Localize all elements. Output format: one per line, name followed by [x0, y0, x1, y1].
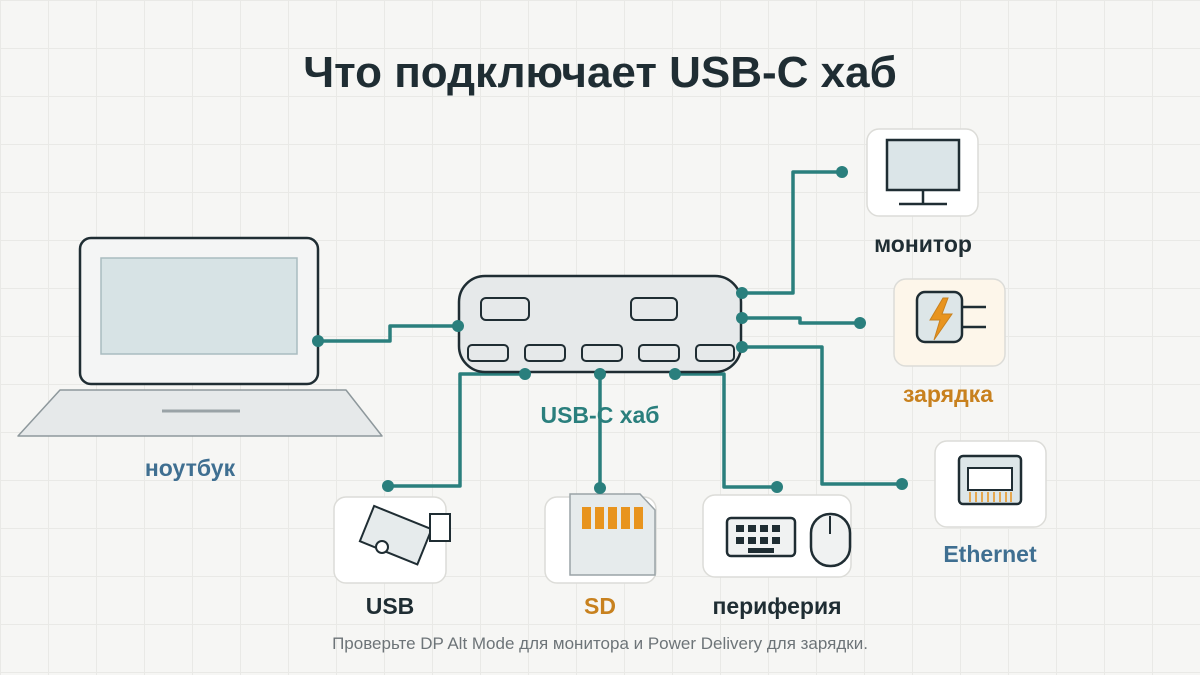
- monitor-icon: [885, 138, 961, 206]
- label-sd: SD: [584, 593, 616, 619]
- ethernet-port-icon: [957, 454, 1023, 506]
- label-ethernet: Ethernet: [943, 541, 1037, 567]
- charging-node: [893, 278, 1006, 367]
- keyboard-mouse-icon: [725, 512, 852, 568]
- ethernet-node: [934, 440, 1047, 528]
- wire-hub-ethernet: [742, 345, 902, 486]
- connection-wires: [318, 170, 902, 489]
- label-usb: USB: [366, 593, 415, 619]
- label-hub: USB-C хаб: [540, 402, 659, 428]
- monitor-node: [866, 128, 979, 217]
- laptop-icon: [17, 236, 383, 437]
- usb-node: [333, 496, 451, 584]
- label-peripherals: периферия: [712, 593, 841, 619]
- wire-laptop-hub: [318, 324, 458, 343]
- sd-node: [544, 493, 657, 584]
- connection-dots: [312, 166, 908, 494]
- label-charging: зарядка: [903, 381, 993, 407]
- charger-bolt-icon: [915, 290, 986, 344]
- sd-card-icon: [569, 493, 656, 576]
- page-title: Что подключает USB-C хаб: [303, 48, 897, 97]
- label-laptop: ноутбук: [145, 455, 236, 481]
- wire-hub-charging: [742, 316, 860, 325]
- label-monitor: монитор: [874, 231, 972, 257]
- wire-hub-monitor: [742, 170, 842, 295]
- usb-c-hub-icon: [457, 274, 743, 374]
- usb-stick-icon: [358, 504, 451, 566]
- wire-hub-peripherals: [675, 372, 777, 489]
- peripherals-node: [702, 494, 852, 578]
- wire-hub-usb: [388, 372, 525, 488]
- footnote: Проверьте DP Alt Mode для монитора и Pow…: [332, 634, 868, 653]
